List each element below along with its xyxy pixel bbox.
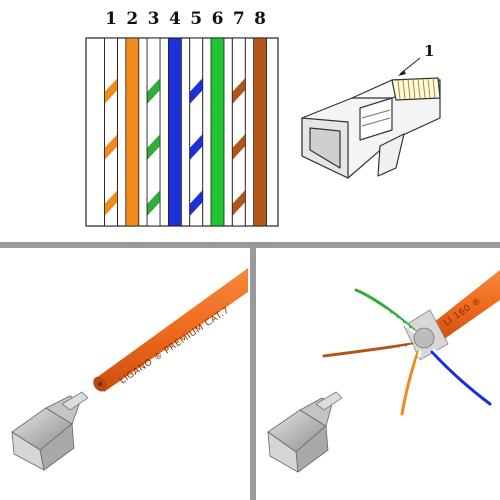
pin-number-3: 3 (148, 9, 160, 29)
pin-number-8: 8 (254, 9, 266, 29)
photo-stripped-cable: LI 160 ® (267, 270, 500, 473)
connector-window (359, 97, 393, 141)
pin-1-callout-label: 1 (424, 42, 434, 60)
wire-pin-4 (167, 37, 182, 227)
wire-pin-6 (210, 37, 225, 227)
pin-number-6: 6 (212, 9, 224, 29)
pin-number-4: 4 (169, 9, 181, 29)
wire-pin-2 (125, 37, 140, 227)
orange-cable (96, 268, 248, 392)
wire-pin-5 (189, 37, 204, 227)
wire-pin-7 (231, 37, 246, 227)
pin-number-1: 1 (105, 9, 117, 29)
rj45-connector-drawing (301, 77, 441, 179)
pinout-frame (85, 37, 279, 227)
wire-pin-3 (146, 37, 161, 227)
pin-number-7: 7 (233, 9, 245, 29)
pin-number-2: 2 (126, 9, 138, 29)
connector-latch (377, 133, 405, 177)
wire-strands (104, 37, 268, 227)
photo-cable-and-plug: LIGANO ® PREMIUM CAT.7 (11, 268, 248, 471)
wire-pin-1 (104, 37, 118, 227)
pin-1-callout: 1 (398, 42, 434, 76)
orange-cable-stripped (424, 270, 500, 342)
vertical-divider (250, 242, 256, 500)
wire-pin-8 (253, 37, 268, 227)
gold-contacts (397, 77, 436, 100)
pin-number-5: 5 (190, 9, 202, 29)
cable-print-text: LIGANO ® PREMIUM CAT.7 (118, 305, 231, 386)
connector-inner (309, 127, 341, 169)
twisted-pairs (322, 288, 494, 418)
